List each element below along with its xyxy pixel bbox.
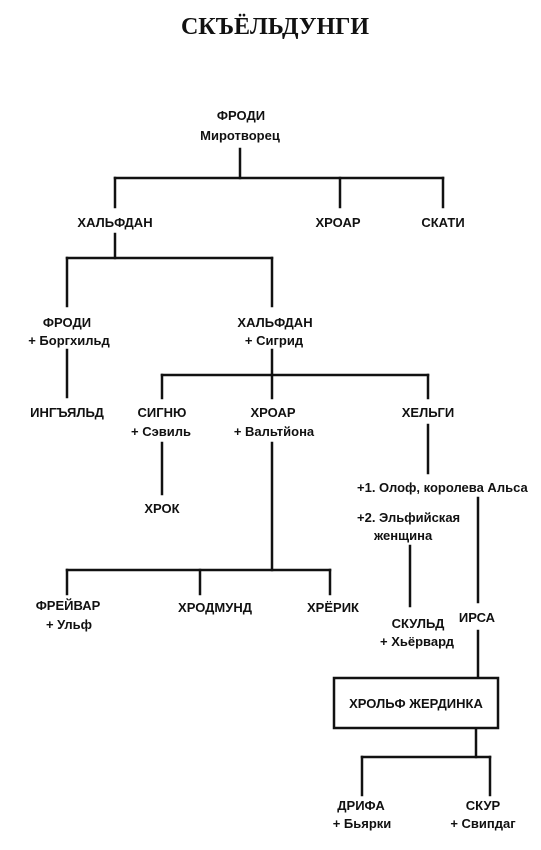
node-hroar-2-spouse: + Вальтйона <box>234 424 315 439</box>
node-drifa-name: ДРИФА <box>337 798 385 813</box>
node-hroar-1-name: ХРОАР <box>315 215 360 230</box>
node-signy-spouse: + Сэвиль <box>131 424 191 439</box>
node-skati-name: СКАТИ <box>421 215 464 230</box>
node-signy-name: СИГНЮ <box>138 405 187 420</box>
node-frodi-2-spouse: + Боргхильд <box>28 333 110 348</box>
node-helgi-spouse-2-line2: женщина <box>373 528 433 543</box>
node-drifa-spouse: + Бьярки <box>333 816 392 831</box>
node-hroar-2-name: ХРОАР <box>250 405 295 420</box>
node-skur-spouse: + Свипдаг <box>450 816 516 831</box>
hrolf-box <box>332 676 500 730</box>
connectors <box>65 147 492 797</box>
node-yrsa-name: ИРСА <box>459 610 496 625</box>
node-frodi-peacemaker-epithet: Миротворец <box>200 128 280 143</box>
node-skur-name: СКУР <box>466 798 501 813</box>
node-freyvar-spouse: + Ульф <box>46 617 92 632</box>
node-frodi-2-name: ФРОДИ <box>43 315 91 330</box>
node-frodi-peacemaker-name: ФРОДИ <box>217 108 265 123</box>
node-hrok-name: ХРОК <box>144 501 179 516</box>
node-hrodmund-name: ХРОДМУНД <box>178 600 253 615</box>
node-halfdan-2-spouse: + Сигрид <box>245 333 304 348</box>
node-halfdan-1-name: ХАЛЬФДАН <box>77 215 152 230</box>
node-hrorik-name: ХРЁРИК <box>307 600 359 615</box>
node-helgi-name: ХЕЛЬГИ <box>402 405 455 420</box>
node-halfdan-2-name: ХАЛЬФДАН <box>237 315 312 330</box>
node-skuld-spouse: + Хьёрвард <box>380 634 455 649</box>
node-labels: ФРОДИ Миротворец ХАЛЬФДАН ХРОАР СКАТИ ФР… <box>28 108 528 831</box>
node-helgi-spouse-2-line1: +2. Эльфийская <box>357 510 460 525</box>
node-helgi-spouse-1: +1. Олоф, королева Альса <box>357 480 528 495</box>
diagram-title: СКЪЁЛЬДУНГИ <box>181 14 369 40</box>
node-hrolf-name: ХРОЛЬФ ЖЕРДИНКА <box>349 696 483 711</box>
node-ingjald-name: ИНГЪЯЛЬД <box>30 405 105 420</box>
node-freyvar-name: ФРЕЙВАР <box>36 598 101 613</box>
node-skuld-name: СКУЛЬД <box>392 616 446 631</box>
